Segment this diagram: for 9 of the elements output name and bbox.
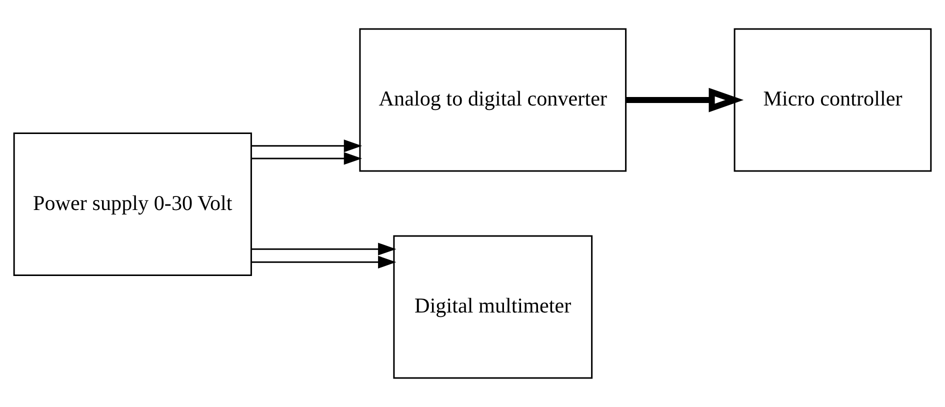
arrow [626, 88, 744, 112]
arrow [252, 140, 362, 152]
node-box: Micro controller [734, 28, 932, 172]
arrow [252, 242, 396, 256]
arrow [252, 256, 396, 268]
arrow [252, 152, 362, 165]
node-box: Analog to digital converter [359, 28, 627, 172]
node-box: Power supply 0-30 Volt [13, 132, 252, 276]
node-box: Digital multimeter [393, 235, 593, 379]
